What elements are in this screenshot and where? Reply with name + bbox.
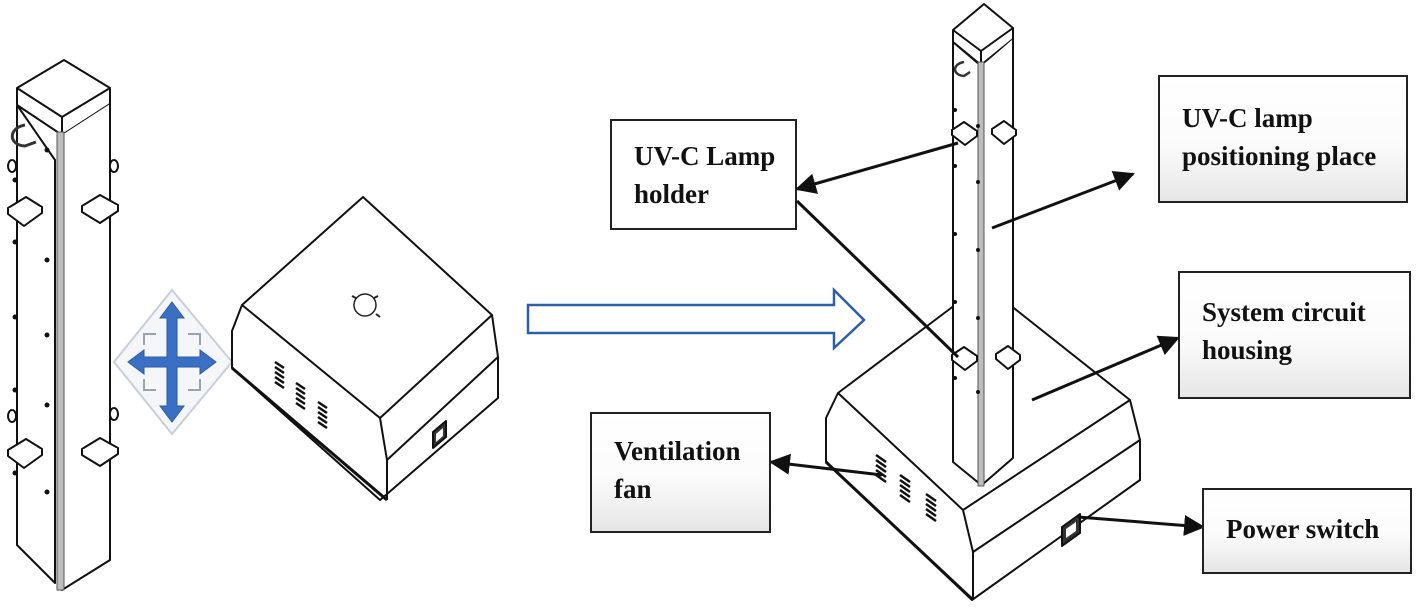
label-lamp-holder-line-1: UV-C Lamp — [634, 141, 776, 171]
leader-power-switch — [1077, 515, 1206, 536]
lamp-column-right — [951, 3, 1021, 487]
lamp-column-left-dots — [12, 147, 50, 495]
label-lamp-holder-line-2: holder — [634, 179, 710, 209]
lamp-column-right-dots — [953, 108, 980, 394]
vent-slots-left — [274, 360, 328, 430]
leader-lamp-holder-bottom — [795, 199, 960, 359]
move-arrows-icon — [112, 288, 234, 436]
label-ventilation-line-2: fan — [614, 474, 652, 504]
label-power-switch-text: Power switch — [1226, 514, 1380, 544]
label-positioning-line-2: positioning place — [1182, 141, 1377, 171]
label-positioning-line-1: UV-C lamp — [1182, 103, 1313, 133]
label-ventilation-fan: Ventilation fan — [590, 412, 771, 533]
leader-ventilation-fan — [768, 453, 883, 477]
leader-positioning-place — [991, 170, 1135, 230]
label-ventilation-line-1: Ventilation — [614, 436, 741, 466]
hollow-right-arrow-icon — [526, 286, 866, 351]
lamp-column-left — [7, 59, 119, 591]
leader-circuit-housing — [1031, 335, 1180, 402]
leader-lines — [768, 141, 1206, 536]
label-power-switch: Power switch — [1202, 488, 1412, 574]
label-lamp-holder: UV-C Lamp holder — [610, 119, 797, 230]
label-circuit-line-1: System circuit — [1202, 297, 1366, 327]
base-housing-left — [231, 196, 499, 502]
label-circuit-line-2: housing — [1202, 335, 1293, 365]
vent-slots-right — [875, 453, 937, 523]
label-lamp-positioning-place: UV-C lamp positioning place — [1158, 75, 1408, 203]
leader-lamp-holder-top — [794, 141, 959, 194]
label-system-circuit-housing: System circuit housing — [1178, 271, 1411, 399]
